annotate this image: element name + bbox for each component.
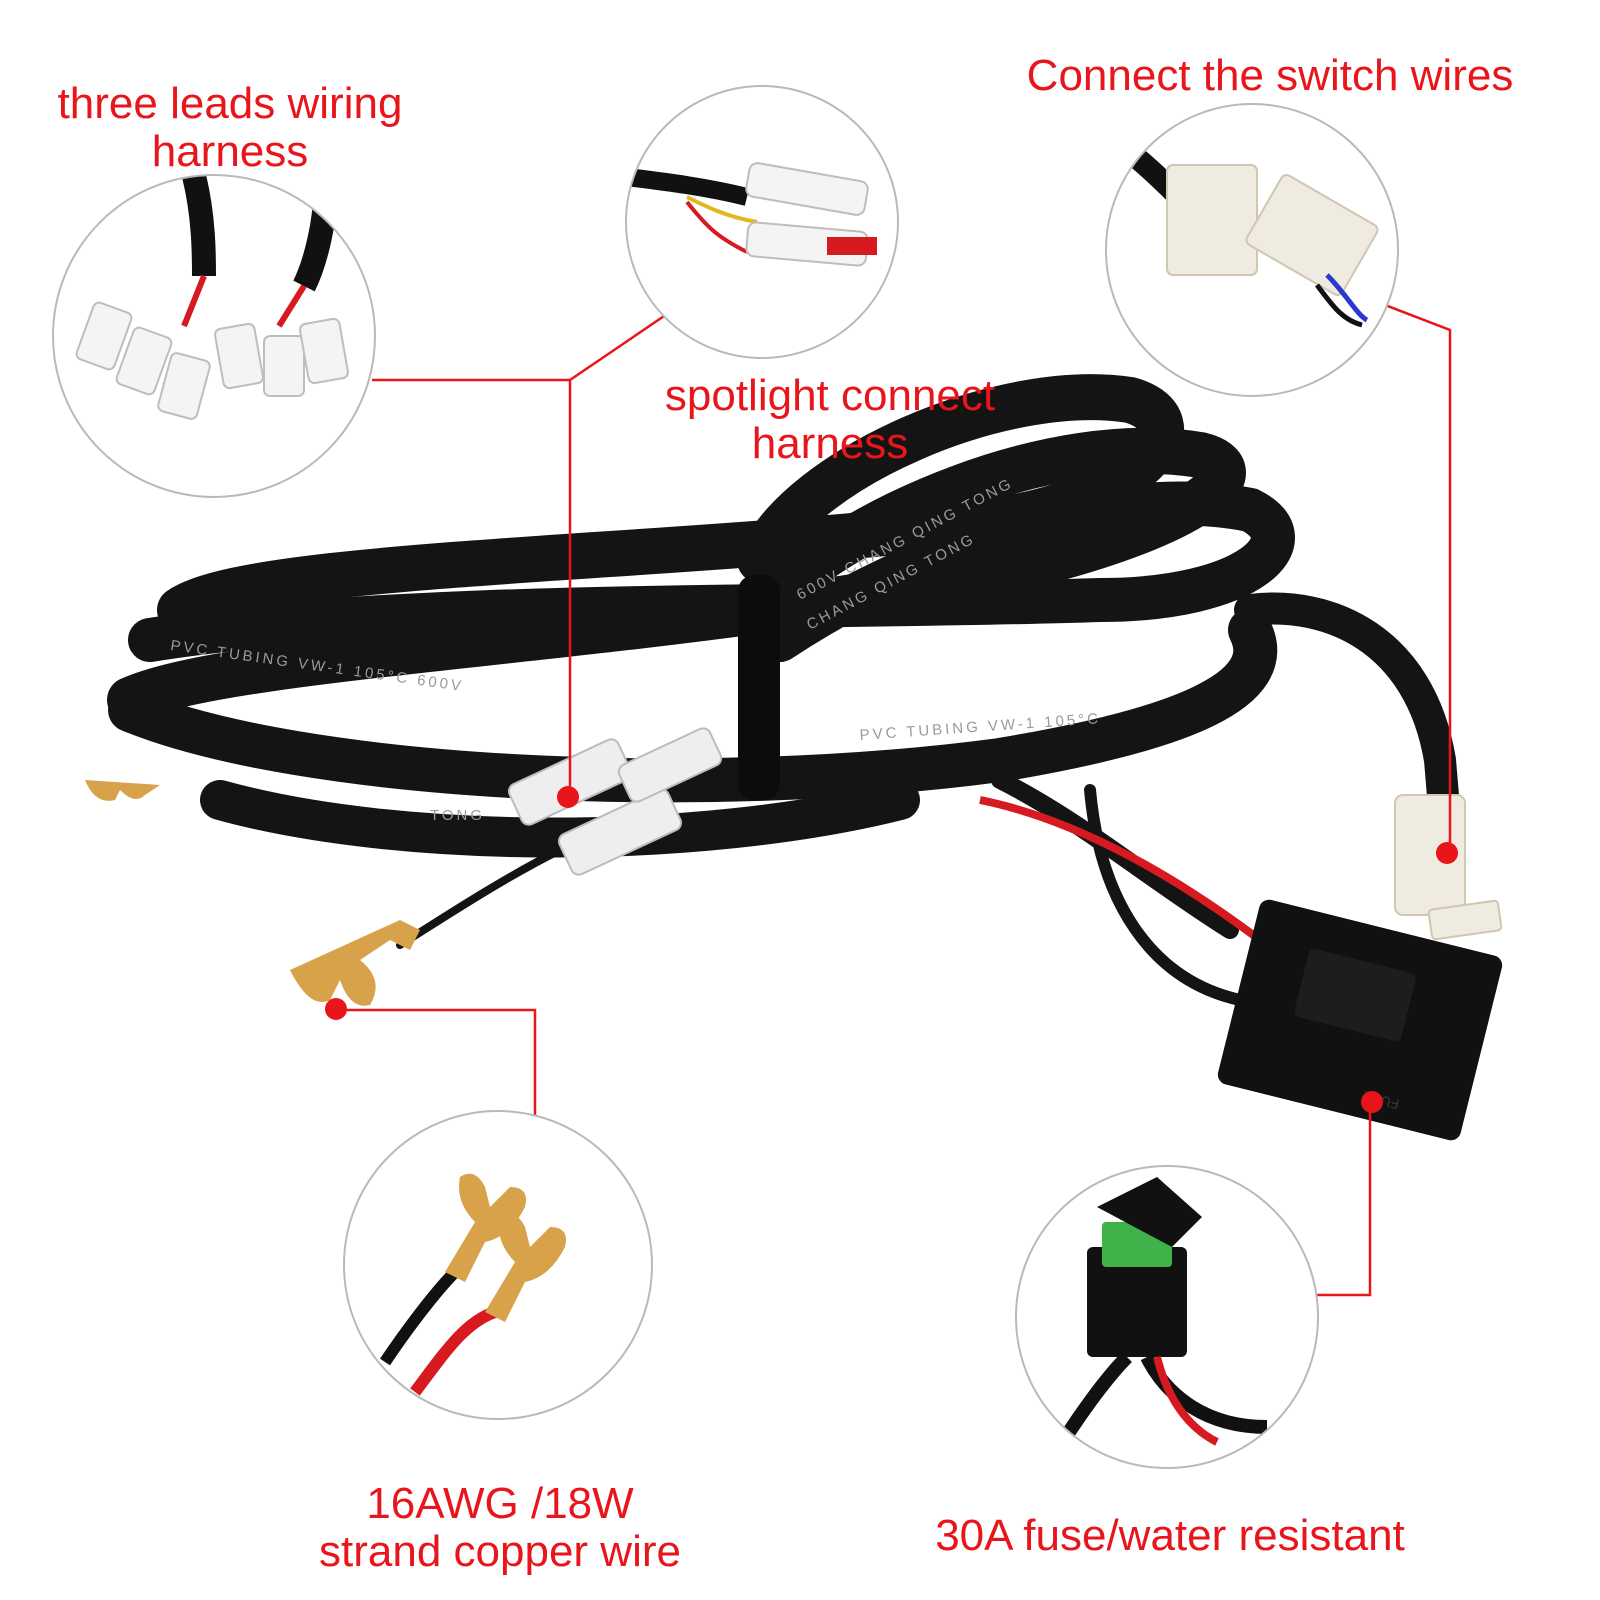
spade-terminal-icon — [85, 780, 420, 1006]
cable-coil — [107, 374, 1461, 1006]
label-switch-text: Connect the switch wires — [1026, 51, 1514, 100]
spotlight-inset — [625, 85, 899, 359]
switch-plug-icon — [1394, 794, 1503, 941]
label-three-leads-line1: three leads wiring — [57, 79, 403, 128]
red-wire — [979, 796, 1263, 944]
label-spotlight-line2: harness — [751, 419, 909, 468]
fuse-holder-icon: FUSE — [1217, 899, 1503, 1141]
label-switch: Connect the switch wires — [990, 52, 1550, 100]
label-three-leads-line2: harness — [151, 127, 309, 176]
label-awg-line1: 16AWG /18W — [366, 1479, 634, 1528]
fuse-inset — [1015, 1165, 1319, 1469]
cable-print-e: TONG — [430, 807, 485, 824]
marker-dots — [325, 786, 1458, 1113]
label-copper-wire: 16AWG /18W strand copper wire — [290, 1480, 710, 1576]
switch-inset — [1105, 103, 1399, 397]
label-spotlight-line1: spotlight connect — [664, 371, 996, 420]
label-three-leads: three leads wiring harness — [30, 80, 430, 176]
label-fuse: 30A fuse/water resistant — [900, 1512, 1440, 1560]
three-leads-inset — [52, 174, 376, 498]
label-spotlight: spotlight connect harness — [640, 372, 1020, 468]
cable-tie — [738, 575, 780, 800]
copper-wire-inset — [343, 1110, 653, 1420]
label-awg-line2: strand copper wire — [319, 1527, 681, 1576]
label-fuse-text: 30A fuse/water resistant — [935, 1511, 1405, 1560]
